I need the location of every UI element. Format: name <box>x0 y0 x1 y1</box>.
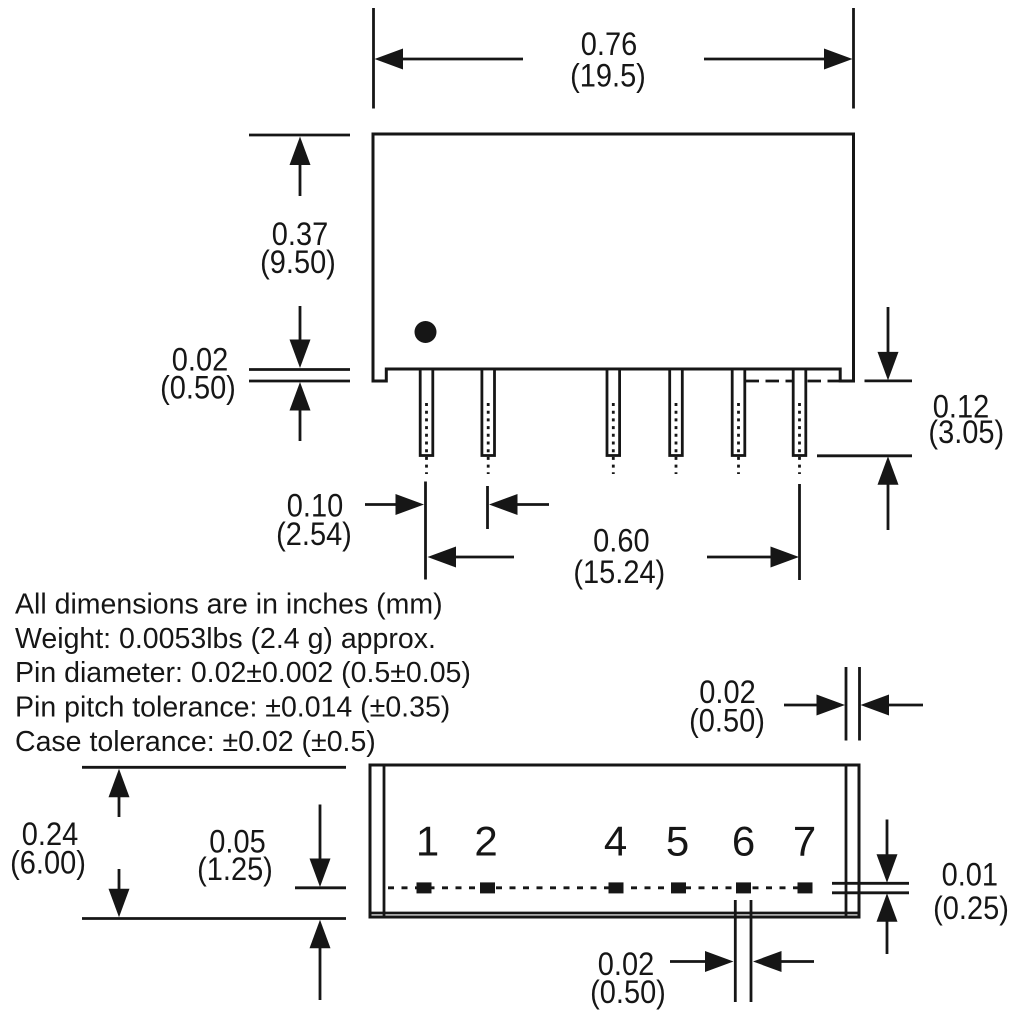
arrowhead-up-icon <box>108 768 130 798</box>
dim-body-height-mm: (9.50) <box>260 243 336 280</box>
note-line-2: Weight: 0.0053lbs (2.4 g) approx. <box>15 623 436 655</box>
dim-pin-to-edge: 0.05 (1.25) <box>197 804 346 1000</box>
note-line-1: All dimensions are in inches (mm) <box>15 588 443 620</box>
arrowhead-down-icon <box>309 858 331 887</box>
pin1-orientation-dot <box>414 321 437 343</box>
arrowhead-up-icon <box>289 382 311 411</box>
arrowhead-down-icon <box>108 888 130 918</box>
arrowhead-up-icon <box>876 893 898 922</box>
dim-body-width: 0.76 (19.5) <box>372 8 855 109</box>
dim-standoff: 0.02 (0.50) <box>160 341 350 441</box>
bottom-view: 1 2 4 5 6 7 <box>368 763 861 919</box>
note-line-3: Pin diameter: 0.02±0.002 (0.5±0.05) <box>15 657 471 689</box>
pin-5-pad <box>671 882 686 894</box>
pin-label-1: 1 <box>416 817 439 864</box>
dim-body-height: 0.37 (9.50) <box>249 133 350 368</box>
dim-case-depth-inches: 0.24 <box>22 815 78 852</box>
pin-6-pad <box>736 882 751 894</box>
arrowhead-left-icon <box>753 951 782 972</box>
dim-pin-span-inches: 0.60 <box>593 522 649 559</box>
arrowhead-right-icon <box>824 48 853 70</box>
pin-label-7: 7 <box>793 817 816 864</box>
arrowhead-right-icon <box>395 494 424 515</box>
arrowhead-down-icon <box>876 854 898 883</box>
arrowhead-right-icon <box>705 951 734 972</box>
pins-side-view <box>418 367 808 474</box>
dim-pin-to-edge-mm: (1.25) <box>197 850 273 887</box>
dim-body-width-inches: 0.76 <box>581 26 637 63</box>
side-view <box>371 132 855 474</box>
dim-pin-length: 0.12 (3.05) <box>817 307 1004 530</box>
arrowhead-up-icon <box>289 136 311 165</box>
pin-2-pad <box>480 882 495 894</box>
dim-pin-pitch: 0.10 (2.54) <box>276 481 549 580</box>
dim-pin-width: 0.02 (0.50) <box>590 900 814 1011</box>
dim-body-height-inches: 0.37 <box>272 215 328 252</box>
dim-pin-width-inches: 0.02 <box>598 945 654 982</box>
pin-4-pad <box>608 882 624 894</box>
note-line-4: Pin pitch tolerance: ±0.014 (±0.35) <box>15 692 450 724</box>
dim-pin-span: 0.60 (15.24) <box>427 484 801 590</box>
arrowhead-left-icon <box>489 494 518 515</box>
dim-pin-length-mm: (3.05) <box>928 414 1004 451</box>
arrowhead-up-icon <box>309 919 331 949</box>
pin-label-2: 2 <box>474 817 497 864</box>
arrowhead-right-icon <box>816 694 845 716</box>
dim-pin-to-edge-inches: 0.05 <box>209 823 265 860</box>
arrowhead-right-icon <box>770 546 799 568</box>
dim-pin-thickness-inches: 0.01 <box>942 856 998 893</box>
pin-7-pad <box>797 882 813 894</box>
arrowhead-left-icon <box>374 48 403 70</box>
dim-case-depth-mm: (6.00) <box>10 844 86 881</box>
pins-bottom-view <box>416 882 813 894</box>
dim-pin-pitch-mm: (2.54) <box>276 515 352 552</box>
dim-pin-width-mm: (0.50) <box>590 974 666 1011</box>
dim-pin-pitch-inches: 0.10 <box>287 487 343 524</box>
case-outline <box>371 132 855 383</box>
dim-pin-thickness-mm: (0.25) <box>933 890 1009 927</box>
dim-wall-thickness: 0.02 (0.50) <box>689 667 923 741</box>
note-line-5: Case tolerance: ±0.02 (±0.5) <box>15 726 376 758</box>
dim-standoff-inches: 0.02 <box>172 341 228 378</box>
arrowhead-left-icon <box>427 546 456 568</box>
arrowhead-down-icon <box>877 351 899 381</box>
dim-body-width-mm: (19.5) <box>570 57 646 94</box>
arrowhead-down-icon <box>289 339 311 368</box>
dim-pin-thickness: 0.01 (0.25) <box>832 819 1009 954</box>
dim-pin-length-inches: 0.12 <box>933 388 989 425</box>
dim-wall-thickness-mm: (0.50) <box>689 702 765 739</box>
pin-1-pad <box>416 882 432 894</box>
pin-numbers: 1 2 4 5 6 7 <box>416 817 816 864</box>
dim-pin-span-mm: (15.24) <box>573 553 665 590</box>
dim-standoff-mm: (0.50) <box>160 369 236 406</box>
dim-wall-thickness-inches: 0.02 <box>699 674 755 711</box>
pin-label-4: 4 <box>604 817 627 864</box>
arrowhead-left-icon <box>860 694 889 716</box>
pin-label-6: 6 <box>732 817 755 864</box>
pin-label-5: 5 <box>666 817 689 864</box>
notes-block: All dimensions are in inches (mm) Weight… <box>15 588 471 758</box>
dim-case-depth: 0.24 (6.00) <box>10 765 346 920</box>
arrowhead-up-icon <box>877 456 899 485</box>
